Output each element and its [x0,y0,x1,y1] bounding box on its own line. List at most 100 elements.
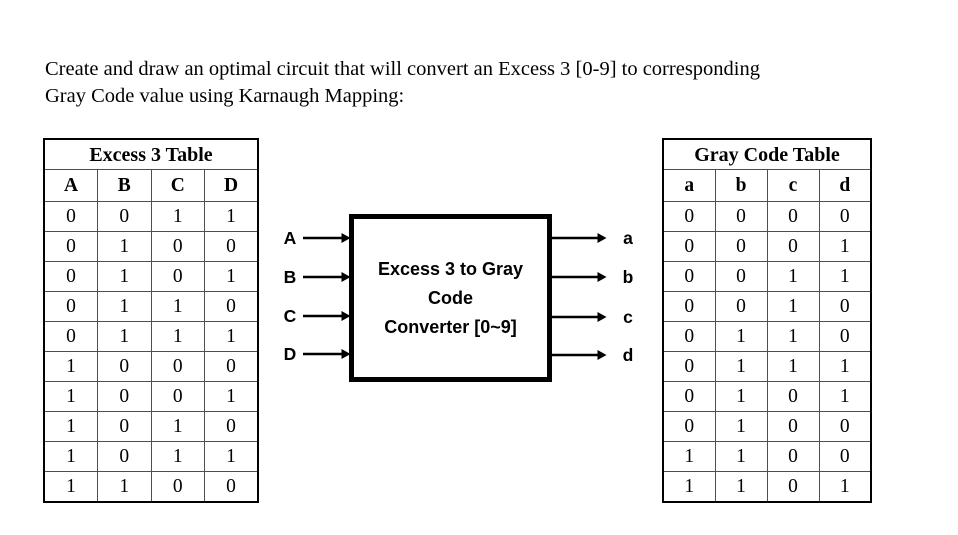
bit-cell: 1 [97,471,152,503]
problem-statement-line2: Gray Code value using Karnaugh Mapping: [45,84,405,107]
column-header: a [662,169,716,202]
bit-cell: 1 [150,201,205,232]
output-label-d: d [622,345,634,365]
bit-cell: 0 [97,441,152,472]
bit-cell: 1 [43,351,98,382]
bit-cell: 0 [818,321,872,352]
bit-cell: 1 [204,201,259,232]
bit-cell: 0 [662,291,716,322]
bit-cell: 0 [714,261,768,292]
bit-cell: 0 [818,441,872,472]
bit-cell: 1 [662,471,716,503]
converter-label-line3: Converter [0~9] [384,316,517,337]
bit-cell: 0 [662,201,716,232]
bit-cell: 1 [818,351,872,382]
output-label-a: a [623,228,633,248]
column-header: c [766,169,820,202]
converter-diagram: Excess 3 to Gray Code Converter [0~9] A … [278,200,658,392]
converter-label-line2: Code [428,287,473,308]
bit-cell: 0 [150,231,205,262]
bit-cell: 0 [204,471,259,503]
bit-cell: 0 [818,201,872,232]
column-header: D [204,169,259,202]
bit-cell: 0 [97,381,152,412]
converter-box: Excess 3 to Gray Code Converter [0~9] [349,214,552,382]
input-label-B: B [283,267,297,287]
bit-cell: 0 [204,291,259,322]
bit-cell: 0 [662,321,716,352]
bit-cell: 0 [43,231,98,262]
excess3-table-title: Excess 3 Table [43,138,259,170]
bit-cell: 0 [97,411,152,442]
bit-cell: 1 [150,411,205,442]
bit-cell: 0 [662,381,716,412]
bit-cell: 0 [766,381,820,412]
input-label-C: C [283,306,297,326]
excess3-table-title-row: Excess 3 Table [43,138,259,170]
bit-cell: 1 [818,261,872,292]
output-label-b: b [622,267,634,287]
bit-cell: 0 [150,351,205,382]
bit-cell: 1 [204,381,259,412]
converter-label-line1: Excess 3 to Gray [377,258,524,279]
bit-cell: 0 [818,411,872,442]
bit-cell: 0 [714,201,768,232]
bit-cell: 1 [714,351,768,382]
bit-cell: 1 [204,441,259,472]
bit-cell: 1 [714,381,768,412]
input-label-D: D [283,344,297,364]
bit-cell: 0 [662,351,716,382]
gray-code-table-title: Gray Code Table [662,138,872,170]
bit-cell: 0 [204,231,259,262]
diagram-arrows [303,233,607,360]
bit-cell: 0 [150,261,205,292]
bit-cell: 0 [204,411,259,442]
bit-cell: 1 [43,441,98,472]
bit-cell: 0 [662,231,716,262]
bit-cell: 1 [714,321,768,352]
problem-statement: Create and draw an optimal circuit that … [45,56,945,109]
bit-cell: 0 [150,381,205,412]
bit-cell: 1 [97,321,152,352]
bit-cell: 0 [662,261,716,292]
bit-cell: 1 [204,261,259,292]
column-header: b [714,169,768,202]
bit-cell: 0 [204,351,259,382]
bit-cell: 1 [766,291,820,322]
bit-cell: 1 [97,231,152,262]
bit-cell: 1 [818,381,872,412]
bit-cell: 1 [662,441,716,472]
bit-cell: 0 [97,351,152,382]
bit-cell: 1 [714,411,768,442]
column-header: d [818,169,872,202]
bit-cell: 1 [766,321,820,352]
bit-cell: 0 [662,411,716,442]
bit-cell: 1 [150,321,205,352]
bit-cell: 0 [97,201,152,232]
bit-cell: 1 [150,291,205,322]
problem-statement-line1: Create and draw an optimal circuit that … [45,58,760,80]
bit-cell: 0 [43,291,98,322]
bit-cell: 1 [766,261,820,292]
